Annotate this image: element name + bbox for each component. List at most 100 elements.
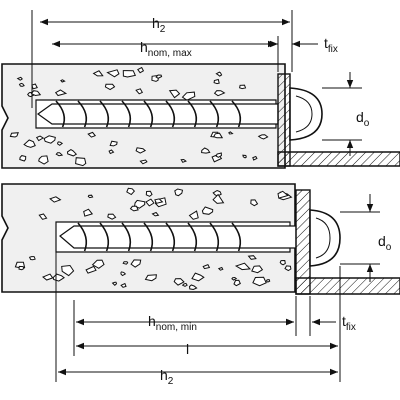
aggregate-stone	[188, 210, 199, 220]
thread-turn	[143, 100, 154, 128]
aggregate-stone	[85, 265, 97, 274]
aggregate-stone	[145, 190, 153, 197]
aggregate-stone	[43, 135, 56, 144]
bottom-aggregate	[14, 187, 293, 291]
bottom-screw-shank	[59, 225, 297, 249]
bottom-screw-head-highlight	[315, 217, 331, 259]
aggregate-stone	[145, 198, 155, 207]
aggregate-stone	[215, 71, 223, 77]
aggregate-stone	[154, 198, 164, 204]
aggregate-stone	[231, 276, 238, 281]
do-top-label: do	[356, 109, 370, 129]
aggregate-stone	[155, 74, 163, 79]
aggregate-stone	[213, 90, 226, 97]
aggregate-stone	[28, 256, 36, 261]
aggregate-stone	[217, 266, 224, 271]
aggregate-stone	[126, 187, 136, 196]
aggregate-stone	[49, 196, 62, 203]
aggregate-stone	[213, 78, 220, 85]
aggregate-stone	[228, 131, 234, 135]
thread-turn	[209, 222, 220, 252]
aggregate-stone	[35, 135, 45, 142]
thread-turn	[187, 100, 198, 128]
thread-turn	[209, 100, 220, 128]
thread-turn	[77, 100, 88, 128]
aggregate-stone	[135, 147, 147, 154]
aggregate-stone	[104, 83, 116, 91]
aggregate-stone	[75, 157, 87, 167]
aggregate-stone	[129, 205, 139, 212]
aggregate-stone	[30, 90, 42, 97]
aggregate-stone	[38, 155, 49, 165]
aggregate-stone	[201, 206, 214, 215]
top-aggregate	[9, 66, 269, 167]
aggregate-stone	[252, 155, 258, 161]
aggregate-stone	[120, 282, 127, 288]
top-screw-shank	[36, 103, 279, 125]
top-assembly: do h2 hnom, max tfix	[1, 10, 400, 169]
hnom-max-label: hnom, max	[140, 39, 192, 59]
aggregate-stone	[191, 272, 205, 282]
thread-turn	[55, 100, 66, 128]
aggregate-stone	[92, 70, 104, 77]
aggregate-stone	[18, 265, 25, 271]
aggregate-stone	[109, 140, 118, 147]
aggregate-stone	[212, 132, 224, 139]
tfix-bottom-label: tfix	[342, 313, 356, 333]
do-bottom-label: do	[378, 233, 392, 253]
aggregate-stone	[181, 282, 188, 287]
aggregate-stone	[242, 154, 247, 159]
aggregate-stone	[168, 89, 181, 99]
aggregate-stone	[174, 188, 184, 197]
aggregate-stone	[247, 255, 257, 260]
aggregate-stone	[252, 276, 267, 287]
aggregate-stone	[16, 76, 23, 81]
aggregate-stone	[57, 141, 64, 146]
aggregate-stone	[83, 208, 94, 217]
aggregate-stone	[239, 84, 247, 90]
aggregate-stone	[173, 278, 185, 286]
thread-turn	[121, 222, 132, 252]
aggregate-stone	[130, 259, 142, 268]
aggregate-stone	[201, 147, 211, 154]
aggregate-stone	[137, 66, 145, 74]
thread-turn	[165, 100, 176, 128]
aggregate-stone	[87, 194, 94, 199]
aggregate-stone	[18, 82, 25, 87]
top-fixture-base	[277, 151, 400, 167]
top-screw-head	[289, 87, 323, 141]
tfix-top-label: tfix	[324, 35, 338, 55]
aggregate-stone	[266, 279, 271, 283]
aggregate-stone	[279, 259, 286, 266]
aggregate-stone	[87, 131, 97, 138]
thread-turn	[77, 222, 88, 252]
thread-turn	[231, 100, 242, 128]
aggregate-stone	[23, 139, 36, 148]
aggregate-stone	[257, 134, 269, 140]
aggregate-stone	[61, 264, 75, 277]
aggregate-stone	[107, 213, 117, 220]
aggregate-stone	[19, 155, 27, 162]
aggregate-stone	[250, 199, 259, 207]
aggregate-stone	[202, 263, 211, 270]
aggregate-stone	[284, 265, 292, 272]
top-screw-thread	[55, 100, 242, 128]
aggregate-stone	[54, 89, 68, 97]
thread-turn	[187, 222, 198, 252]
h2-bottom-label: h2	[160, 367, 174, 387]
thread-turn	[121, 100, 132, 128]
bottom-assembly: do hnom, min tfix l h2	[1, 183, 400, 387]
aggregate-stone	[135, 88, 144, 95]
aggregate-stone	[38, 213, 48, 220]
aggregate-stone	[108, 149, 115, 155]
thread-turn	[143, 222, 154, 252]
aggregate-stone	[91, 259, 105, 269]
aggregate-stone	[55, 152, 64, 157]
bottom-screw-head	[309, 209, 341, 267]
aggregate-stone	[42, 273, 54, 281]
thread-turn	[231, 222, 242, 252]
aggregate-stone	[139, 159, 148, 165]
aggregate-stone	[180, 158, 187, 163]
